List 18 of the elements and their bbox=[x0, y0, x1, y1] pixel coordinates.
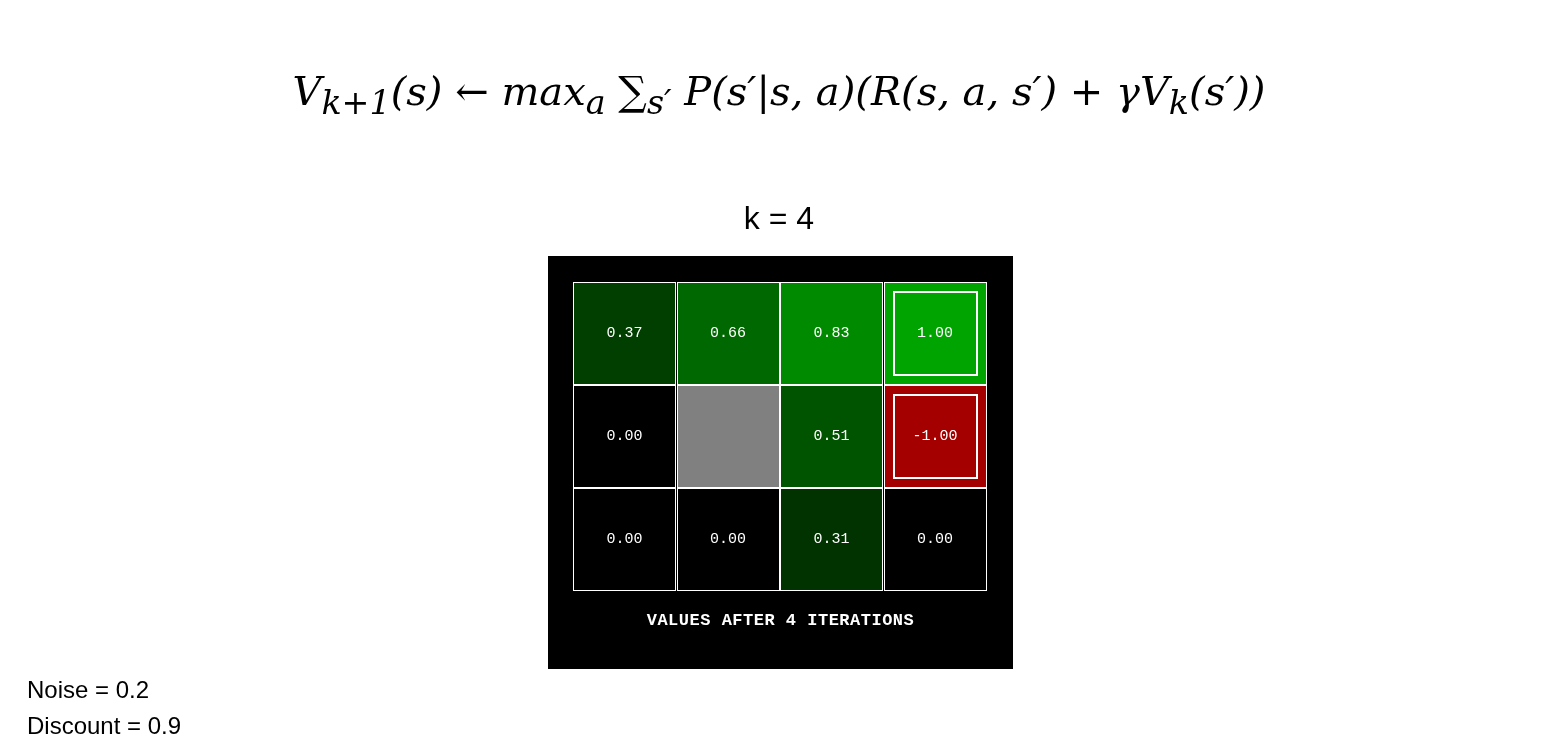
value-cell: -1.00 bbox=[883, 385, 987, 488]
grid-caption: VALUES AFTER 4 ITERATIONS bbox=[645, 611, 916, 630]
iteration-label: k = 4 bbox=[743, 200, 815, 236]
value-cell: 0.00 bbox=[676, 488, 780, 591]
parameter-label: Noise = 0.2 bbox=[27, 676, 150, 703]
grid-panel bbox=[548, 256, 1013, 669]
wall-cell bbox=[676, 385, 780, 488]
value-cell: 0.00 bbox=[573, 385, 676, 488]
value-cell: 0.00 bbox=[883, 488, 987, 591]
value-cell: 0.83 bbox=[780, 282, 883, 385]
value-cell: 0.37 bbox=[573, 282, 676, 385]
value-cell: 1.00 bbox=[883, 282, 987, 385]
value-cell: 0.31 bbox=[780, 488, 883, 591]
bellman-equation: V$_{k+1}$(s) ← max$_{a}$ ∑$_{s′}$ P(s′|s, a)(R(s, a, s′) + γV$_{k}$(s′)) bbox=[292, 68, 1266, 114]
parameter-label: Discount = 0.9 bbox=[27, 712, 182, 739]
value-cell: 0.51 bbox=[780, 385, 883, 488]
value-cell: 0.66 bbox=[676, 282, 780, 385]
value-cell: 0.00 bbox=[573, 488, 676, 591]
